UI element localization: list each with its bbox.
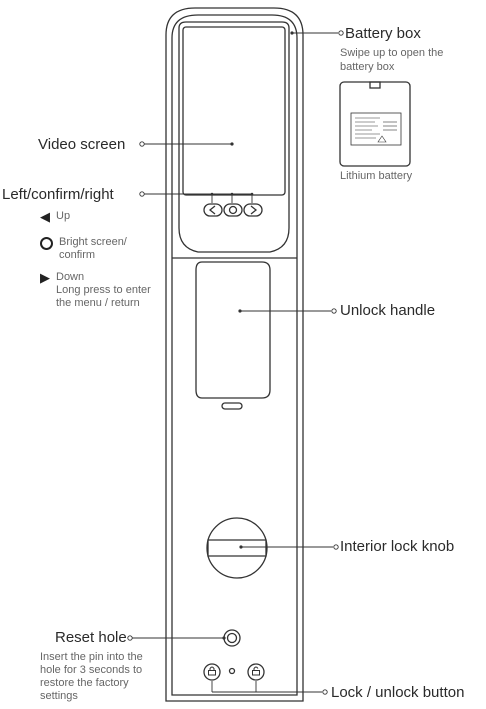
- handle-slot: [221, 402, 243, 410]
- reset-hole-shape: [223, 629, 241, 647]
- interior-lock-knob-shape: [206, 517, 268, 579]
- key-down: ▶ Down Long press to enter the menu / re…: [40, 271, 151, 310]
- reset-hole-note-1: Insert the pin into the: [40, 651, 143, 663]
- interior-lock-knob-label: Interior lock knob: [340, 538, 455, 555]
- confirm-button: [223, 203, 243, 217]
- leader-dots: [210, 31, 294, 640]
- left-button-glyph: [208, 205, 216, 215]
- battery-box-note-1: Swipe up to open the: [340, 47, 444, 59]
- left-confirm-right-label: Left/confirm/right: [2, 186, 114, 203]
- key-down-line-1: Down: [56, 271, 85, 283]
- unlock-handle-shape: [195, 261, 271, 399]
- indicator-dot: [228, 667, 236, 675]
- battery-box-note-2: battery box: [340, 61, 395, 73]
- key-confirm-line-1: Bright screen/: [59, 236, 127, 248]
- video-screen-panel: [182, 26, 286, 196]
- lock-body-outline: [165, 7, 304, 702]
- lock-body-inner: [171, 14, 298, 696]
- reset-hole-note-2: hole for 3 seconds to: [40, 664, 143, 676]
- key-confirm-line-2: confirm: [59, 249, 96, 261]
- key-down-text: Down Long press to enter the menu / retu…: [56, 271, 151, 310]
- circle-icon: [40, 237, 53, 250]
- unlock-button-shape: [247, 663, 265, 681]
- lock-button-shape: [203, 663, 221, 681]
- left-button: [203, 203, 223, 217]
- knob-bar: [207, 539, 267, 557]
- key-down-line-3: the menu / return: [56, 297, 140, 309]
- lock-unlock-button-label: Lock / unlock button: [331, 684, 465, 701]
- leader-end-circles: [127, 30, 344, 695]
- key-down-line-2: Long press to enter: [56, 284, 151, 296]
- reset-hole-label: Reset hole: [55, 629, 127, 646]
- confirm-button-glyph: [228, 205, 238, 215]
- left-triangle-icon: ◀: [40, 209, 50, 224]
- lithium-battery-label: Lithium battery: [340, 170, 413, 182]
- video-screen-label: Video screen: [38, 136, 126, 153]
- leader-lines: [132, 32, 338, 693]
- screen-module: [178, 21, 290, 253]
- right-button: [243, 203, 263, 217]
- lithium-battery-shape: [339, 81, 411, 167]
- key-up: ◀ Up: [40, 210, 70, 223]
- right-button-glyph: [250, 205, 258, 215]
- key-up-text: Up: [56, 210, 71, 222]
- right-triangle-icon: ▶: [40, 270, 50, 285]
- battery-box-label: Battery box: [345, 25, 421, 42]
- key-confirm-text: Bright screen/ confirm: [59, 236, 127, 262]
- reset-hole-note-3: restore the factory: [40, 677, 129, 689]
- reset-hole-note-4: settings: [40, 690, 78, 702]
- key-confirm: Bright screen/ confirm: [40, 236, 127, 262]
- unlock-handle-label: Unlock handle: [340, 302, 436, 319]
